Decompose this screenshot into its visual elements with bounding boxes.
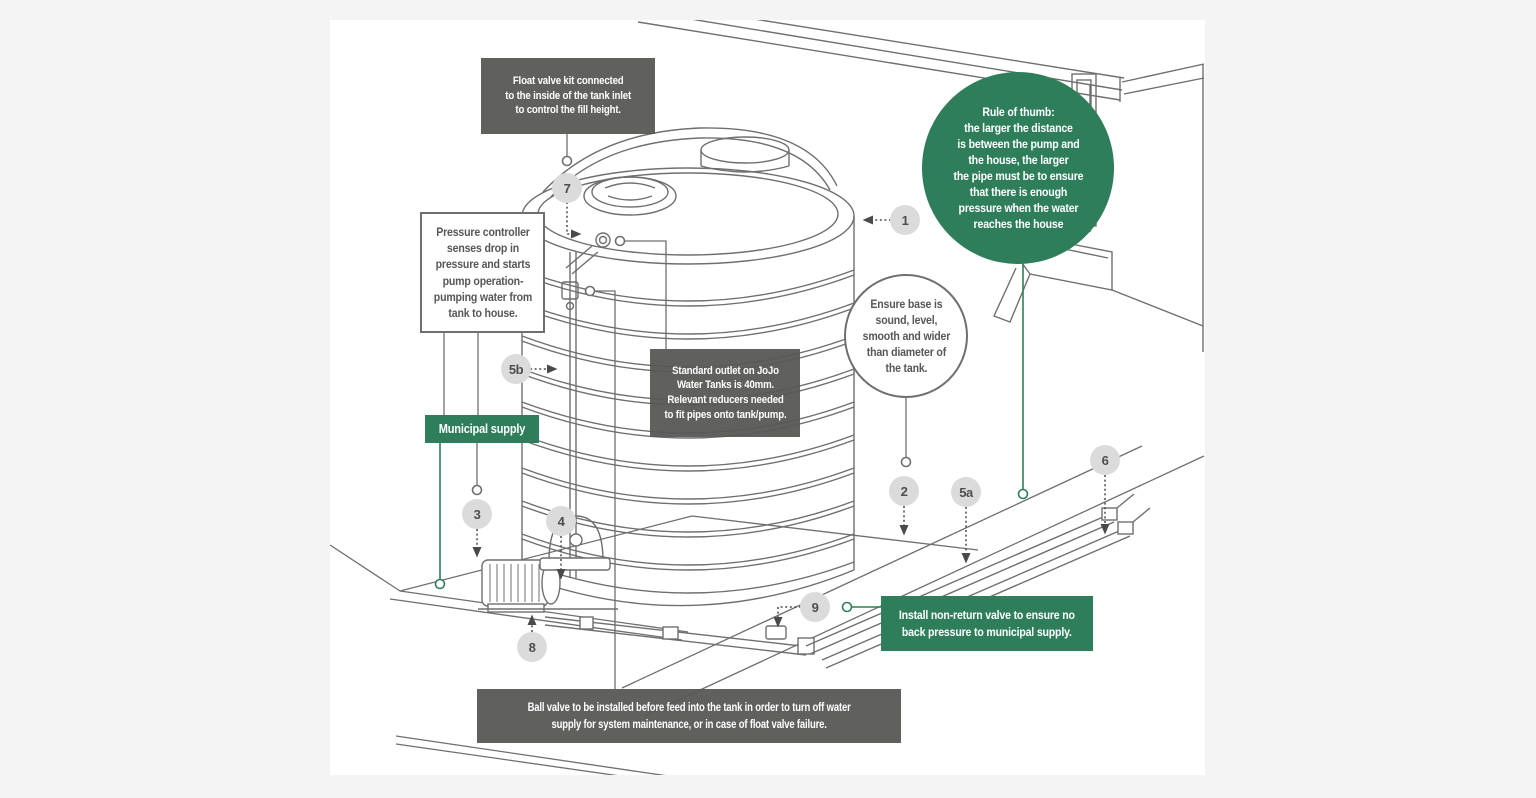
callout-ball-valve-text: Ball valve to be installed before feed i… (527, 700, 851, 731)
green-connector-lines (439, 264, 1024, 608)
callout-rule-of-thumb-text: Rule of thumb: the larger the distance i… (953, 104, 1083, 232)
callout-float-valve-text: Float valve kit connected to the inside … (505, 74, 631, 117)
callout-float-valve: Float valve kit connected to the inside … (481, 58, 655, 134)
callout-pressure-controller-text: Pressure controller senses drop in press… (433, 225, 532, 320)
callout-standard-outlet-text: Standard outlet on JoJo Water Tanks is 4… (664, 364, 786, 421)
marker-8: 8 (517, 632, 547, 662)
marker-2: 2 (889, 476, 919, 506)
platform-line-art (330, 445, 1205, 775)
diagram-canvas: Float valve kit connected to the inside … (330, 20, 1205, 775)
connector-rings (434, 155, 1029, 613)
connector-lines (443, 134, 907, 689)
marker-6: 6 (1090, 445, 1120, 475)
dotted-arrows (472, 202, 1110, 632)
marker-9: 9 (800, 592, 830, 622)
callout-non-return-valve: Install non-return valve to ensure no ba… (881, 596, 1093, 651)
marker-3: 3 (462, 499, 492, 529)
callout-rule-of-thumb: Rule of thumb: the larger the distance i… (922, 72, 1114, 264)
callout-standard-outlet: Standard outlet on JoJo Water Tanks is 4… (650, 349, 800, 437)
pipes-line-art (544, 493, 1151, 669)
marker-1: 1 (890, 205, 920, 235)
callout-ball-valve: Ball valve to be installed before feed i… (477, 689, 901, 743)
marker-4: 4 (546, 506, 576, 536)
tank-installation-illustration (330, 20, 1205, 775)
marker-5b: 5b (501, 354, 531, 384)
callout-non-return-valve-text: Install non-return valve to ensure no ba… (899, 608, 1076, 639)
callout-ensure-base-text: Ensure base is sound, level, smooth and … (862, 296, 950, 376)
marker-5a: 5a (951, 477, 981, 507)
callout-ensure-base: Ensure base is sound, level, smooth and … (844, 274, 968, 398)
pump-line-art (478, 515, 618, 613)
marker-7: 7 (552, 173, 582, 203)
callout-pressure-controller: Pressure controller senses drop in press… (420, 212, 545, 333)
callout-municipal-supply: Municipal supply (425, 415, 539, 443)
callout-municipal-supply-text: Municipal supply (438, 421, 526, 436)
